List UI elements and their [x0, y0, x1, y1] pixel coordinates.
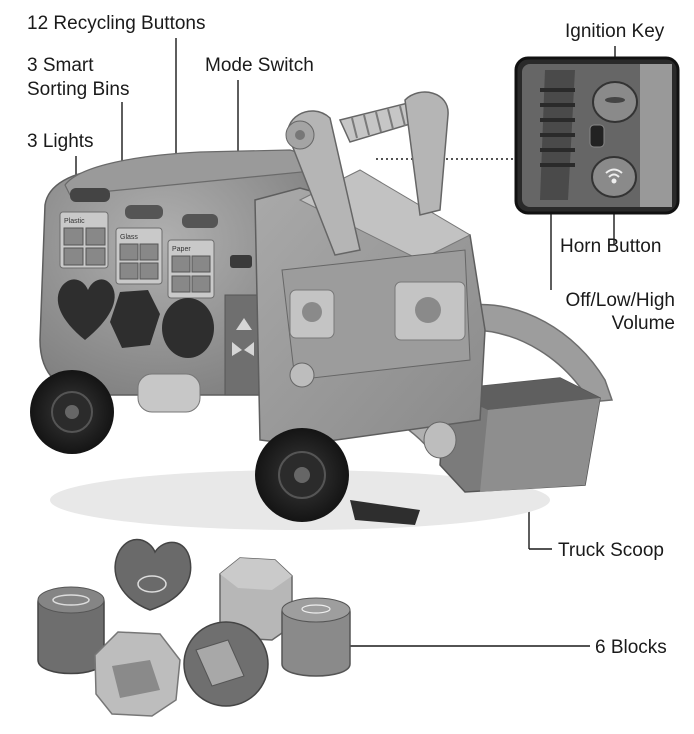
label-ignition-key: Ignition Key [565, 21, 665, 42]
block-round-light [183, 621, 269, 707]
label-truck-scoop: Truck Scoop [558, 540, 664, 561]
recycling-button[interactable] [63, 247, 84, 266]
wheel-rear [30, 370, 114, 454]
block-heart [114, 538, 192, 611]
bin-sign-glass: Glass [120, 234, 138, 241]
recycling-button[interactable] [171, 255, 191, 273]
sorting-bin-circle[interactable] [162, 298, 214, 358]
label-recycling-buttons: 12 Recycling Buttons [27, 13, 206, 34]
label-volume-line2: Volume [611, 313, 675, 334]
recycling-button[interactable] [171, 275, 191, 293]
recycling-button[interactable] [139, 243, 159, 261]
blocks [37, 538, 351, 717]
recycling-panel-glass: Glass [115, 227, 163, 285]
block-oval [37, 586, 105, 675]
recycling-button[interactable] [119, 243, 139, 261]
label-mode-switch: Mode Switch [205, 55, 314, 76]
steering-handle[interactable] [285, 91, 449, 256]
side-decal [137, 373, 201, 413]
horn-button[interactable] [591, 156, 637, 198]
recycling-button[interactable] [191, 255, 211, 273]
recycling-panel-plastic: Plastic [59, 211, 109, 269]
label-blocks: 6 Blocks [595, 637, 667, 658]
label-sorting-bins-line1: 3 Smart [27, 55, 94, 76]
scoop-hinge [423, 421, 457, 459]
recycling-button[interactable] [63, 227, 84, 246]
label-volume-line1: Off/Low/High [565, 290, 675, 311]
bin-sign-plastic: Plastic [64, 218, 85, 225]
light-2 [125, 205, 163, 219]
control-inset [514, 56, 680, 215]
label-lights: 3 Lights [27, 131, 94, 152]
scoop-arm-right [469, 303, 614, 403]
label-sorting-bins-line2: Sorting Bins [27, 79, 130, 100]
sorting-bin-heart[interactable] [57, 279, 115, 340]
block-hexagon [94, 631, 181, 717]
volume-switch[interactable] [589, 124, 605, 148]
light-3 [182, 214, 218, 228]
recycling-panel-paper: Paper [167, 239, 215, 299]
light-1 [70, 188, 110, 202]
block-cylinder [281, 597, 351, 677]
label-horn-button: Horn Button [560, 236, 662, 257]
recycling-button[interactable] [139, 262, 159, 280]
block-hexagon-light [219, 557, 293, 641]
horn-waves-icon [605, 168, 623, 184]
mode-switch[interactable] [230, 255, 252, 268]
bin-sign-paper: Paper [172, 246, 191, 253]
recycling-button[interactable] [85, 247, 106, 266]
truck-scoop [439, 377, 601, 493]
recycling-button[interactable] [85, 227, 106, 246]
truck: Plastic Glass Paper [30, 91, 614, 530]
recycling-button[interactable] [191, 275, 211, 293]
sorting-bin-hexagon[interactable] [110, 290, 160, 348]
wheel-front [255, 428, 349, 522]
recycling-button[interactable] [119, 262, 139, 280]
